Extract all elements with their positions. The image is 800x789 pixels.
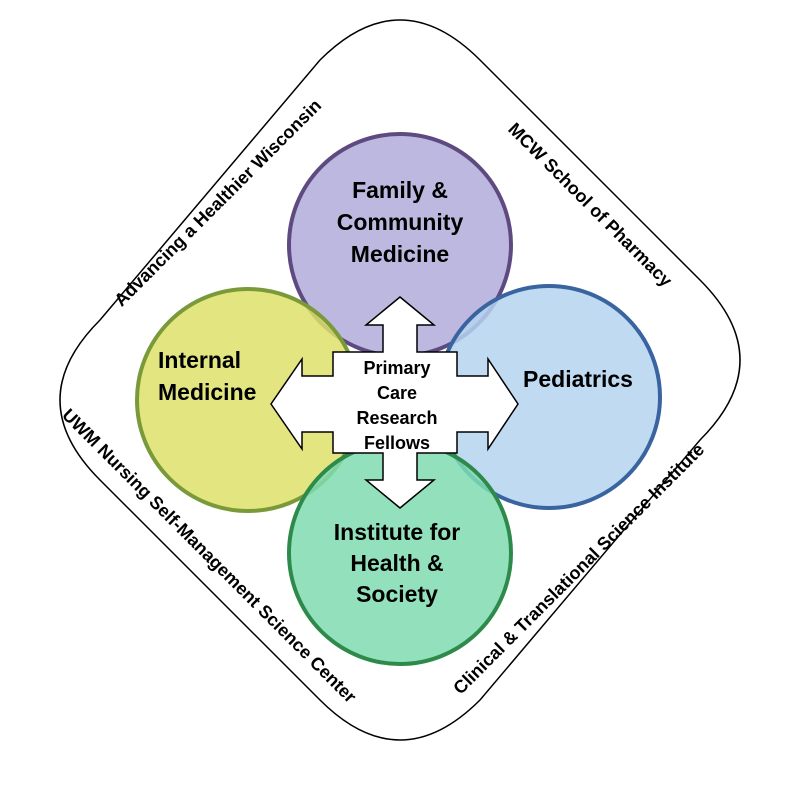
internal-label-line1: Internal [158,347,241,373]
internal-label-line2: Medicine [158,379,256,405]
institute-label-line1: Institute for [334,519,461,545]
center-label-line4: Fellows [364,433,430,453]
family-label-line1: Family & [352,177,448,203]
family-label-line3: Medicine [351,241,449,267]
institute-label-line2: Health & [350,550,443,576]
center-label-line1: Primary [363,358,430,378]
center-label-line3: Research [356,408,437,428]
institute-label-line3: Society [356,581,438,607]
pediatrics-label: Pediatrics [523,366,633,392]
four-way-arrow [270,296,519,509]
center-label-line2: Care [377,383,417,403]
family-label-line2: Community [337,209,464,235]
